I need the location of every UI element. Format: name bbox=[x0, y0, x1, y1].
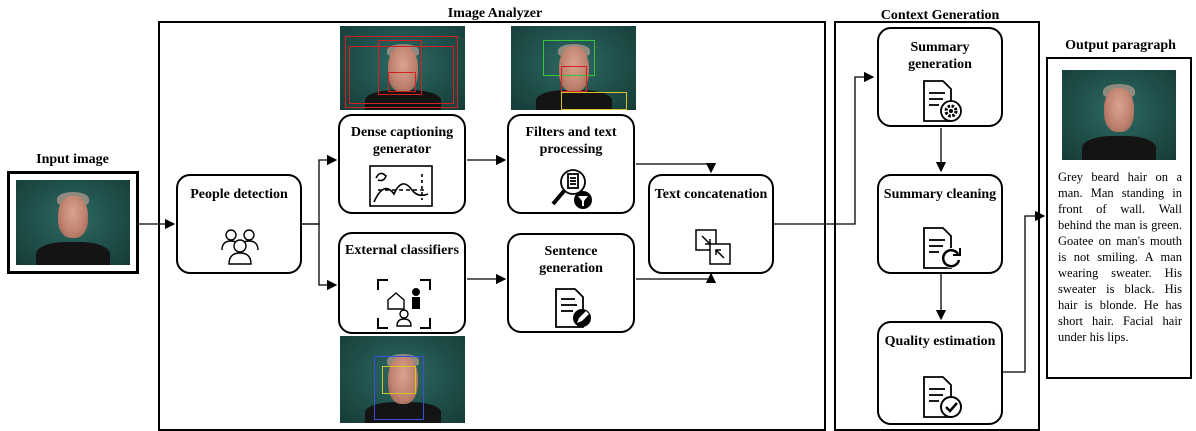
input-image-frame bbox=[7, 171, 139, 274]
dense-captioning-label: Dense captioning generator bbox=[350, 125, 454, 157]
output-paragraph-title: Output paragraph bbox=[1065, 38, 1176, 53]
classifier-scan-icon bbox=[377, 279, 431, 329]
document-gear-icon bbox=[923, 80, 962, 122]
sentence-generation-block: Sentence generation bbox=[507, 233, 635, 333]
people-detection-block: People detection bbox=[176, 174, 302, 274]
document-search-filter-icon bbox=[551, 169, 592, 209]
sentence-generation-label: Sentence generation bbox=[539, 244, 603, 276]
text-concatenation-block: Text concatenation bbox=[648, 174, 774, 274]
filters-label: Filters and text processing bbox=[525, 125, 617, 157]
dense-captioning-block: Dense captioning generator bbox=[338, 114, 466, 214]
context-generation-title: Context Generation bbox=[880, 8, 1000, 23]
people-group-icon bbox=[221, 229, 259, 265]
classifier-result-photo bbox=[340, 336, 465, 423]
output-paragraph-text: Grey beard hair on a man. Man standing i… bbox=[1058, 170, 1182, 344]
external-classifiers-label: External classifiers bbox=[345, 243, 459, 258]
summary-cleaning-label: Summary cleaning bbox=[883, 187, 997, 202]
text-concatenation-label: Text concatenation bbox=[654, 187, 768, 202]
quality-estimation-label: Quality estimation bbox=[884, 334, 996, 349]
output-photo bbox=[1062, 70, 1176, 160]
filters-block: Filters and text processing bbox=[507, 114, 635, 214]
people-detection-label: People detection bbox=[190, 187, 288, 202]
summary-cleaning-block: Summary cleaning bbox=[877, 174, 1003, 274]
filtered-result-photo bbox=[511, 26, 636, 110]
summary-generation-block: Summary generation bbox=[877, 27, 1003, 127]
document-edit-icon bbox=[555, 288, 591, 328]
image-caption-icon bbox=[369, 165, 433, 207]
quality-estimation-block: Quality estimation bbox=[877, 321, 1003, 425]
input-image-title: Input image bbox=[36, 152, 109, 167]
image-analyzer-title: Image Analyzer bbox=[447, 6, 543, 21]
output-frame: Grey beard hair on a man. Man standing i… bbox=[1046, 57, 1192, 379]
document-check-icon bbox=[923, 376, 962, 418]
summary-generation-label: Summary generation bbox=[908, 40, 972, 72]
input-photo bbox=[16, 180, 130, 265]
merge-arrows-icon bbox=[695, 229, 731, 265]
external-classifiers-block: External classifiers bbox=[338, 232, 466, 334]
document-refresh-icon bbox=[923, 227, 961, 269]
dense-caption-result-photo bbox=[340, 26, 465, 110]
